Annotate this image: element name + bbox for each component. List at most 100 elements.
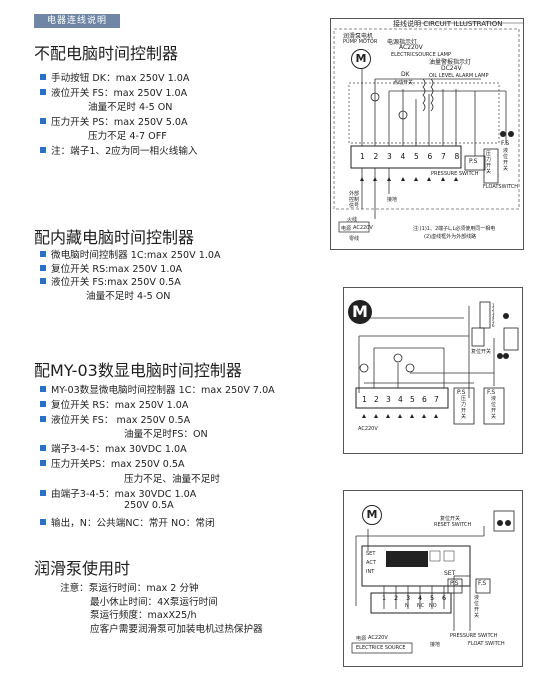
bullet-icon <box>40 74 46 80</box>
power-label: 电源 <box>341 226 352 232</box>
bullet-icon <box>40 117 46 124</box>
circuit-lines-2 <box>355 301 519 425</box>
fs-label-2: F.S <box>487 389 496 396</box>
reset-switch-label: 复位开关 <box>471 349 492 355</box>
spec-text: 压力不足 4-7 OFF <box>88 131 167 142</box>
voltage-label: AC220V <box>353 225 373 231</box>
ground-label: 接地 <box>387 197 398 203</box>
spec-text: 压力不足、油量不足时 <box>124 473 220 485</box>
terminal-number: 5 <box>430 594 435 602</box>
bullet-icon <box>40 88 46 95</box>
terminal-number: 1 <box>362 395 367 404</box>
spec-text: 复位开关 RS：max 250V 1.0A <box>51 399 189 411</box>
terminal-label: NO <box>429 603 437 609</box>
spec-line: 微电脑时间控制器 1C:max 250V 1.0A <box>40 247 221 261</box>
terminal-number: 1 <box>382 594 387 602</box>
spec-text: MY-03数显微电脑时间控制器 1C：max 250V 7.0A <box>51 385 275 396</box>
motor-symbol: M <box>351 49 371 69</box>
bullet-icon <box>40 146 46 153</box>
bullet-icon <box>40 460 46 466</box>
fs-label-cn-3: 液位开关 <box>474 595 480 619</box>
spec-line: 注：端子1、2应为同一相火线输入 <box>40 143 198 157</box>
circuit-lines-1 <box>333 22 523 233</box>
heading-my03-controller: 配MY-03数显电脑时间控制器 <box>34 361 242 380</box>
bullet-icon <box>40 386 46 392</box>
voltage-label-3: AC220V <box>368 635 388 641</box>
bullet-icon <box>40 415 46 422</box>
pump-label: 润滑泵电机 <box>343 33 374 40</box>
terminal-number: 4 <box>400 152 406 161</box>
terminal-number: 7 <box>441 152 446 161</box>
oil-lamp-en: OIL LEVEL ALARM LAMP <box>429 73 489 79</box>
spec-line: 由端子3-4-5：max 30VDC 1.0A <box>40 486 196 500</box>
terminal-number: 6 <box>427 152 433 161</box>
fs-label-en: FLOATSWITCH <box>483 184 519 190</box>
heading-no-controller: 不配电脑时间控制器 <box>34 44 179 63</box>
fs-label: F.S <box>501 140 510 147</box>
ps-label-cn: 压力开关 <box>486 151 492 175</box>
spec-line: 压力不足、油量不足时 <box>124 471 220 485</box>
terminal-number: 3 <box>386 395 391 404</box>
usage-line: 注意：泵运行时间：max 2 分钟 <box>60 583 199 594</box>
controller-key: INT <box>366 569 375 575</box>
terminal-number: 1 <box>492 303 495 308</box>
bullet-icon <box>40 251 46 257</box>
circuit-diagram-1: 接线说明 CIRCUIT ILLUSTRATION 润滑泵电机 PUMP MOT… <box>330 18 524 250</box>
power-lamp-voltage: AC220V <box>399 44 423 51</box>
terminal-number: 2 <box>373 152 379 161</box>
spec-text: 压力开关PS：max 250V 0.5A <box>51 459 185 470</box>
terminal-number: 3 <box>406 594 411 602</box>
spec-line: 液位开关 FS：max 250V 1.0A <box>40 85 187 99</box>
spec-text: 由端子3-4-5：max 30VDC 1.0A <box>51 488 197 500</box>
terminal-number: 3 <box>492 311 495 316</box>
spec-text: 液位开关 FS:max 250V 0.5A <box>51 277 181 288</box>
spec-line: 油量不足时FS：ON <box>124 426 208 440</box>
spec-text: 注：端子1、2应为同一相火线输入 <box>51 145 198 157</box>
power-lamp-en: ELECTRICSOURCE LAMP <box>391 52 451 58</box>
power-lamp-label: 电源指示灯 <box>387 39 418 46</box>
ps-label-en-3: PRESSURE SWITCH <box>450 633 498 639</box>
external-signal-label: 外部 控制 信号 <box>349 191 360 209</box>
terminal-number: 5 <box>492 319 495 324</box>
fs-label-en-3: FLOAT SWITCH <box>468 641 505 647</box>
spec-line: 输出，N：公共端NC：常开 NO：常闭 <box>40 515 215 529</box>
ps-label-3: P.S <box>450 580 459 587</box>
dk-label-cn: 点动开关 <box>393 80 414 86</box>
note-1: 注:(1)1、2端子L,L必须使用同一相电 <box>413 226 496 232</box>
fs-label-3: F.S <box>478 580 487 587</box>
controller-key: ACT <box>366 560 376 566</box>
spec-line: 压力开关 PS：max 250V 5.0A <box>40 114 188 128</box>
terminal-number: 7 <box>434 395 439 404</box>
set-key-label: SET <box>444 570 456 577</box>
ps-label-cn-2: 压力开关 <box>461 396 467 420</box>
terminal-label: NC <box>417 603 425 609</box>
terminal-number: 4 <box>492 315 495 320</box>
spec-text: 输出，N：公共端NC：常开 NO：常闭 <box>51 518 215 530</box>
spec-text: 液位开关 FS：max 250V 1.0A <box>51 87 188 99</box>
terminal-number: 2 <box>394 594 399 602</box>
note-2: (2)虚线框外为外部线路 <box>424 234 477 240</box>
voltage-label-2: AC220V <box>358 426 378 432</box>
terminal-number: 6 <box>422 395 427 404</box>
controller-key: SET <box>366 551 376 557</box>
terminal-number: 5 <box>414 152 419 161</box>
terminal-number: 6 <box>442 594 447 602</box>
spec-line: 压力开关PS：max 250V 0.5A <box>40 456 185 470</box>
power-label-3: 电源 <box>356 636 367 642</box>
spec-line: 250V 0.5A <box>124 500 174 511</box>
ps-label: P.S <box>469 158 478 165</box>
spec-text: 压力开关 PS：max 250V 5.0A <box>51 116 188 128</box>
terminal-number: 4 <box>418 594 423 602</box>
pump-label-en: PUMP MOTOR <box>343 39 378 45</box>
circuit-lines-3 <box>351 510 515 654</box>
spec-line: 手动按钮 DK：max 250V 1.0A <box>40 70 189 84</box>
oil-lamp-voltage: DC24V <box>441 65 462 72</box>
circuit-title: 接线说明 CIRCUIT ILLUSTRATION <box>393 20 503 28</box>
spec-text: 液位开关 FS： max 250V 0.5A <box>51 414 191 426</box>
spec-line: 端子3-4-5：max 30VDC 1.0A <box>40 441 187 455</box>
ground-label-3: 接地 <box>430 642 441 648</box>
bullet-icon <box>40 278 46 284</box>
electric-source-label: ELECTRICE SOURCE <box>356 645 406 651</box>
spec-line: 液位开关 FS:max 250V 0.5A <box>40 274 181 288</box>
terminal-label: N <box>405 603 409 609</box>
